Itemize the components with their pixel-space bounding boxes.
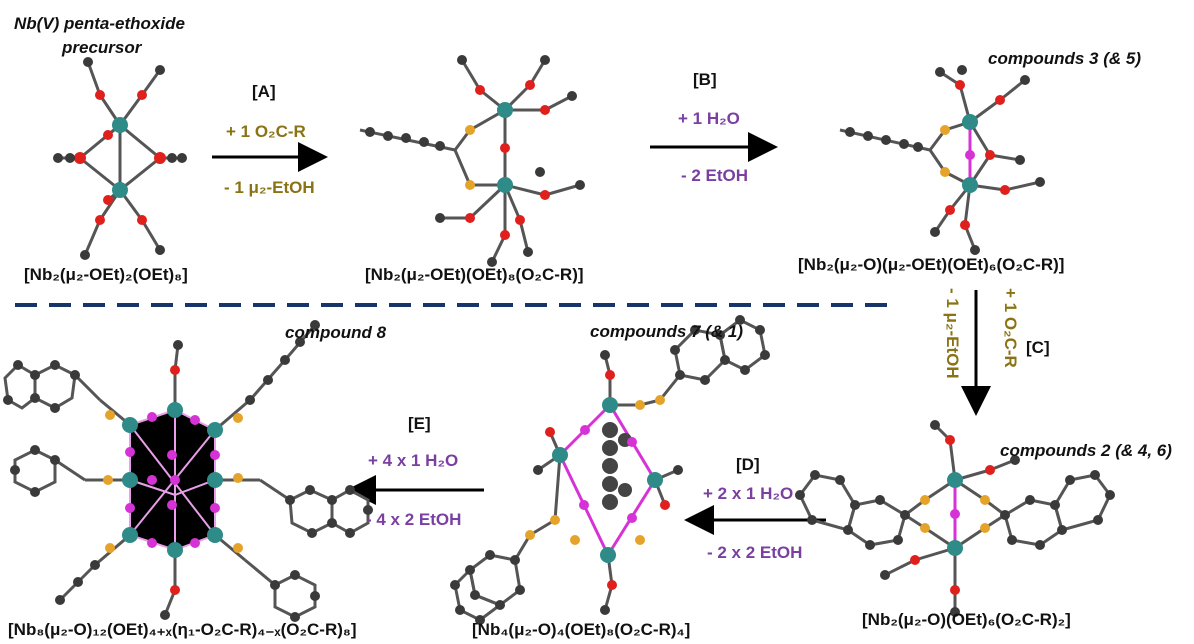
compound-2-molecule [795, 420, 1115, 617]
step-C-reagent-remove: - 1 μ₂-EtOH [943, 288, 962, 379]
step-B-reagent-remove: - 2 EtOH [681, 166, 749, 185]
step-B-reagent-add: + 1 H₂O [678, 109, 740, 128]
compounds-2-4-6-title: compounds 2 (& 4, 6) [1000, 441, 1172, 460]
step-E-label: [E] [408, 414, 431, 433]
step-A-product-molecule [359, 55, 585, 267]
step-C-reagent-add: + 1 O₂C-R [1001, 288, 1020, 368]
compound-7-molecule [450, 315, 770, 625]
step-E-reagent-remove: - 4 x 2 EtOH [366, 510, 462, 529]
formula-compound-8: [Nb₈(μ₂-O)₁₂(OEt)₄₊ₓ(η₁-O₂C-R)₄₋ₓ(O₂C-R)… [8, 620, 357, 639]
step-A-reagent-remove: - 1 μ₂-EtOH [224, 178, 315, 197]
formula-precursor: [Nb₂(μ₂-OEt)₂(OEt)₈] [24, 265, 188, 284]
step-A-label: [A] [252, 82, 276, 101]
step-D-label: [D] [736, 455, 760, 474]
step-B-label: [B] [693, 70, 717, 89]
step-D-reagent-remove: - 2 x 2 EtOH [707, 543, 803, 562]
step-A-reagent-add: + 1 O₂C-R [226, 122, 306, 141]
step-D-reagent-add: + 2 x 1 H₂O [703, 484, 794, 503]
precursor-molecule [53, 57, 187, 260]
step-C-label: [C] [1026, 338, 1050, 357]
formula-compounds-3-5: [Nb₂(μ₂-O)(μ₂-OEt)(OEt)₆(O₂C-R)] [798, 255, 1065, 274]
precursor-title-line1: Nb(V) penta-ethoxide [14, 14, 185, 33]
formula-step-A-product: [Nb₂(μ₂-OEt)(OEt)₈(O₂C-R)] [365, 265, 584, 284]
precursor-title-line2: precursor [62, 38, 142, 57]
step-E-reagent-add: + 4 x 1 H₂O [368, 451, 459, 470]
formula-compounds-7-1: [Nb₄(μ₂-O)₄(OEt)₈(O₂C-R)₄] [472, 620, 691, 639]
compound-8-molecule [3, 320, 373, 622]
compounds-7-1-title: compounds 7 (& 1) [590, 322, 744, 341]
formula-compounds-2-4-6: [Nb₂(μ₂-O)(OEt)₆(O₂C-R)₂] [862, 610, 1071, 629]
compound-8-title: compound 8 [285, 323, 387, 342]
compounds-3-5-title: compounds 3 (& 5) [988, 49, 1142, 68]
compound-3-molecule [839, 65, 1045, 255]
